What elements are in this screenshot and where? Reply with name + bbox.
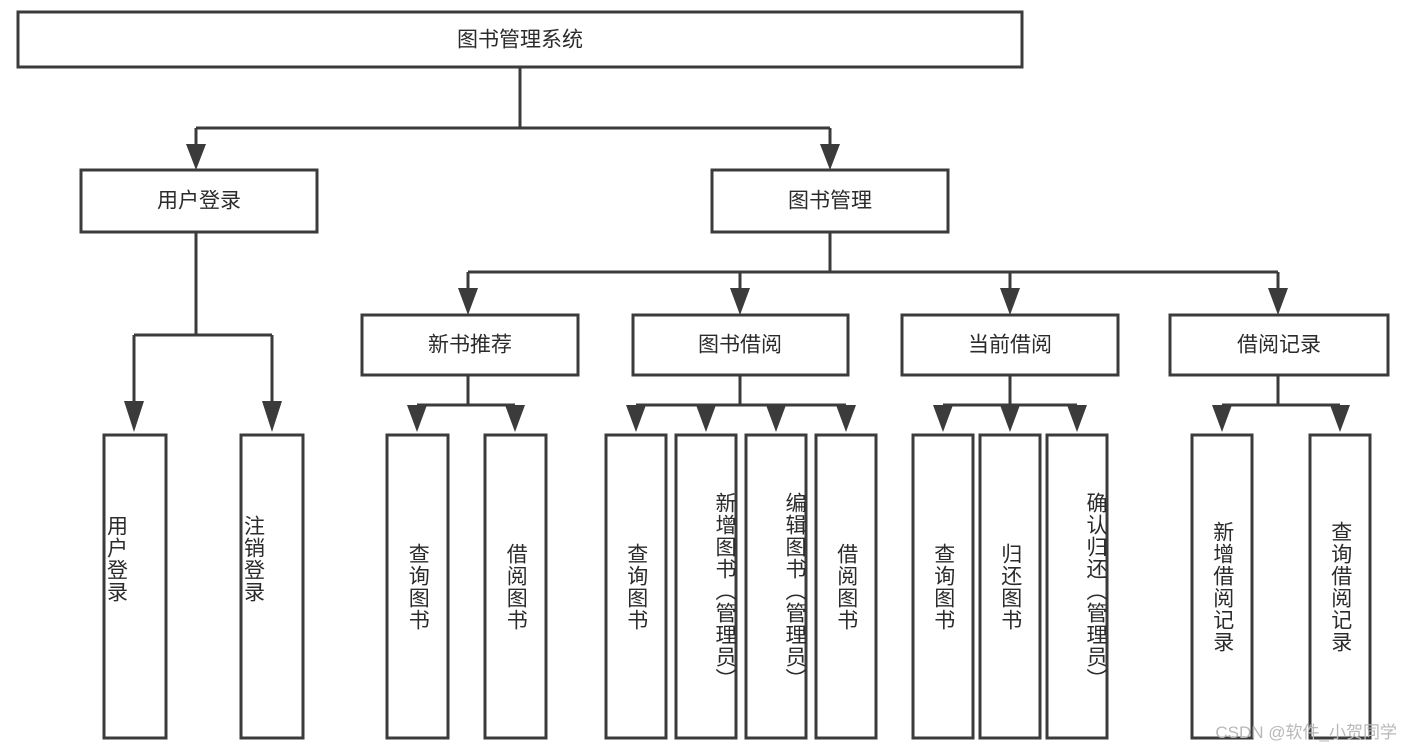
leaf-box-borrowrecord-add[interactable] — [1190, 433, 1254, 740]
arrowhead-currentborrow-query — [933, 405, 953, 432]
node-borrow-record-label: 借阅记录 — [1237, 334, 1321, 357]
leaf-box-currentborrow-query[interactable] — [911, 433, 975, 740]
leaf-box-bookborrow-query[interactable] — [604, 433, 668, 740]
node-book-borrow[interactable] — [631, 313, 850, 377]
edge-group-current-borrow — [933, 375, 1087, 432]
arrowhead-bookborrow-lend — [836, 405, 856, 432]
leaf-box-newbook-query[interactable] — [385, 433, 450, 740]
edge-group-root — [186, 67, 840, 170]
leaf-box-bookborrow-edit[interactable] — [744, 433, 808, 740]
node-current-borrow[interactable] — [900, 313, 1120, 377]
csdn-watermark: CSDN @软件_小贺同学 — [1215, 723, 1397, 742]
arrowhead-currentborrow-confirm — [1067, 405, 1087, 432]
node-book-management[interactable] — [710, 168, 950, 234]
arrowhead-newbook-query — [407, 405, 427, 432]
leaf-box-logout[interactable] — [239, 433, 305, 740]
node-new-book-recommend[interactable] — [360, 313, 580, 377]
arrowhead-currentborrow-return — [1000, 405, 1020, 432]
arrowhead-borrowrecord-query — [1330, 405, 1350, 432]
leaf-box-bookborrow-add[interactable] — [674, 433, 738, 740]
node-new-book-recommend-label: 新书推荐 — [428, 334, 512, 357]
arrowhead-bookborrow-add — [696, 405, 716, 432]
arrowhead-user-login — [186, 144, 206, 170]
arrowhead-book-management — [820, 144, 840, 170]
arrowhead-borrowrecord-add — [1212, 405, 1232, 432]
leaf-box-currentborrow-return[interactable] — [978, 433, 1042, 740]
arrowhead-bookborrow-query — [626, 405, 646, 432]
leaf-box-user-login[interactable] — [102, 433, 168, 740]
node-user-login-label: 用户登录 — [157, 190, 241, 213]
arrowhead-leaf-user-login — [124, 401, 144, 432]
edge-group-user-login — [124, 232, 282, 432]
edge-group-book-management — [458, 232, 1288, 315]
arrowhead-newbook-borrow — [505, 405, 525, 432]
node-root-label: 图书管理系统 — [457, 29, 583, 52]
arrowhead-bookborrow-edit — [766, 405, 786, 432]
edge-group-new-book-recommend — [407, 375, 525, 432]
node-book-borrow-label: 图书借阅 — [698, 334, 782, 357]
arrowhead-leaf-logout — [262, 401, 282, 432]
arrowhead-new-book-recommend — [458, 288, 478, 315]
leaf-box-borrowrecord-query[interactable] — [1308, 433, 1372, 740]
leaf-box-currentborrow-confirm[interactable] — [1045, 433, 1109, 740]
node-current-borrow-label: 当前借阅 — [968, 334, 1052, 357]
arrowhead-book-borrow — [730, 288, 750, 315]
node-root[interactable] — [16, 10, 1024, 69]
node-user-login[interactable] — [79, 168, 319, 234]
node-borrow-record[interactable] — [1168, 313, 1390, 377]
arrowhead-current-borrow — [1000, 288, 1020, 315]
leaf-box-bookborrow-lend[interactable] — [814, 433, 878, 740]
leaf-box-newbook-borrow[interactable] — [483, 433, 548, 740]
edge-group-borrow-record — [1212, 375, 1350, 432]
arrowhead-borrow-record — [1268, 288, 1288, 315]
node-book-management-label: 图书管理 — [788, 190, 872, 213]
edge-group-book-borrow — [626, 375, 856, 432]
